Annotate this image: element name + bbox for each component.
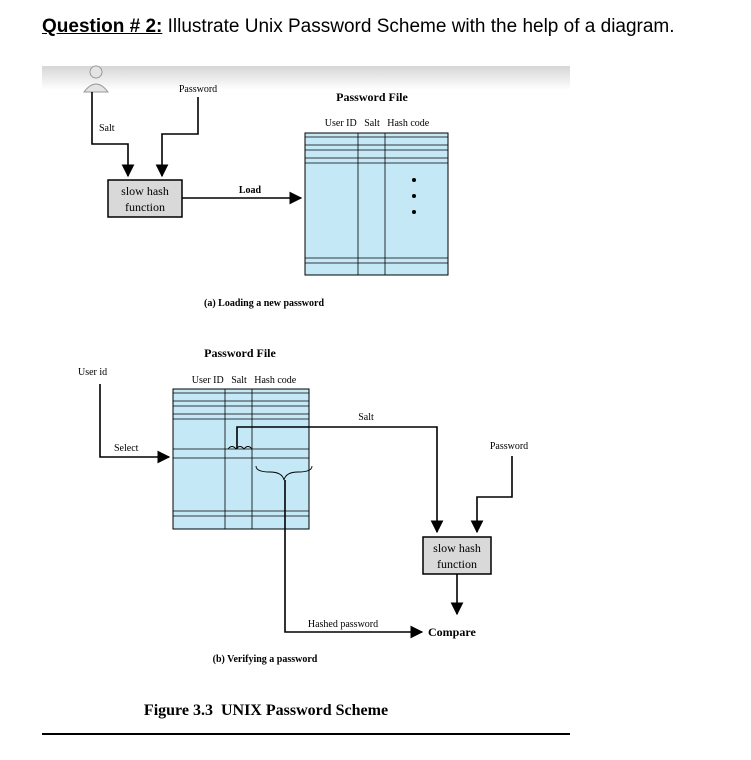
user-icon: [82, 65, 110, 93]
question-label: Question # 2:: [42, 16, 163, 37]
figure-top-band: [42, 66, 570, 90]
question-text: Illustrate Unix Password Scheme with the…: [162, 16, 675, 37]
a-password-label: Password: [179, 84, 217, 95]
a-caption: (a) Loading a new password: [204, 298, 324, 309]
a-hash-line2: function: [125, 200, 165, 214]
a-password-file-table: [304, 132, 449, 276]
b-hashed-password-arrow: [284, 480, 424, 639]
b-hashed-password-label: Hashed password: [308, 619, 378, 630]
b-salt-arrow: [236, 426, 444, 534]
a-file-title: Password File: [336, 90, 408, 104]
b-password-file-table: [172, 388, 313, 530]
figure-caption: Figure 3.3 UNIX Password Scheme: [144, 702, 388, 719]
b-compare-label: Compare: [428, 625, 476, 639]
b-select-label: Select: [114, 443, 139, 454]
b-salt-label: Salt: [358, 412, 374, 423]
b-userid-label: User id: [78, 367, 107, 378]
a-salt-arrow: [91, 92, 135, 178]
a-col-headers: User ID Salt Hash code: [325, 118, 430, 129]
question-heading: Question # 2: Illustrate Unix Password S…: [42, 16, 675, 38]
b-col-headers: User ID Salt Hash code: [192, 375, 297, 386]
a-load-label: Load: [239, 185, 262, 196]
a-hash-line1: slow hash: [121, 184, 169, 198]
b-slow-hash-box: [422, 536, 492, 575]
b-password-arrow: [470, 456, 513, 534]
a-password-arrow: [155, 97, 199, 178]
b-caption: (b) Verifying a password: [213, 654, 318, 665]
a-salt-label: Salt: [99, 123, 115, 134]
b-select-arrow: [99, 384, 171, 464]
b-password-label: Password: [490, 441, 528, 452]
b-file-title: Password File: [204, 346, 276, 360]
b-hash-line2: function: [437, 557, 477, 571]
b-hash-line1: slow hash: [433, 541, 481, 555]
